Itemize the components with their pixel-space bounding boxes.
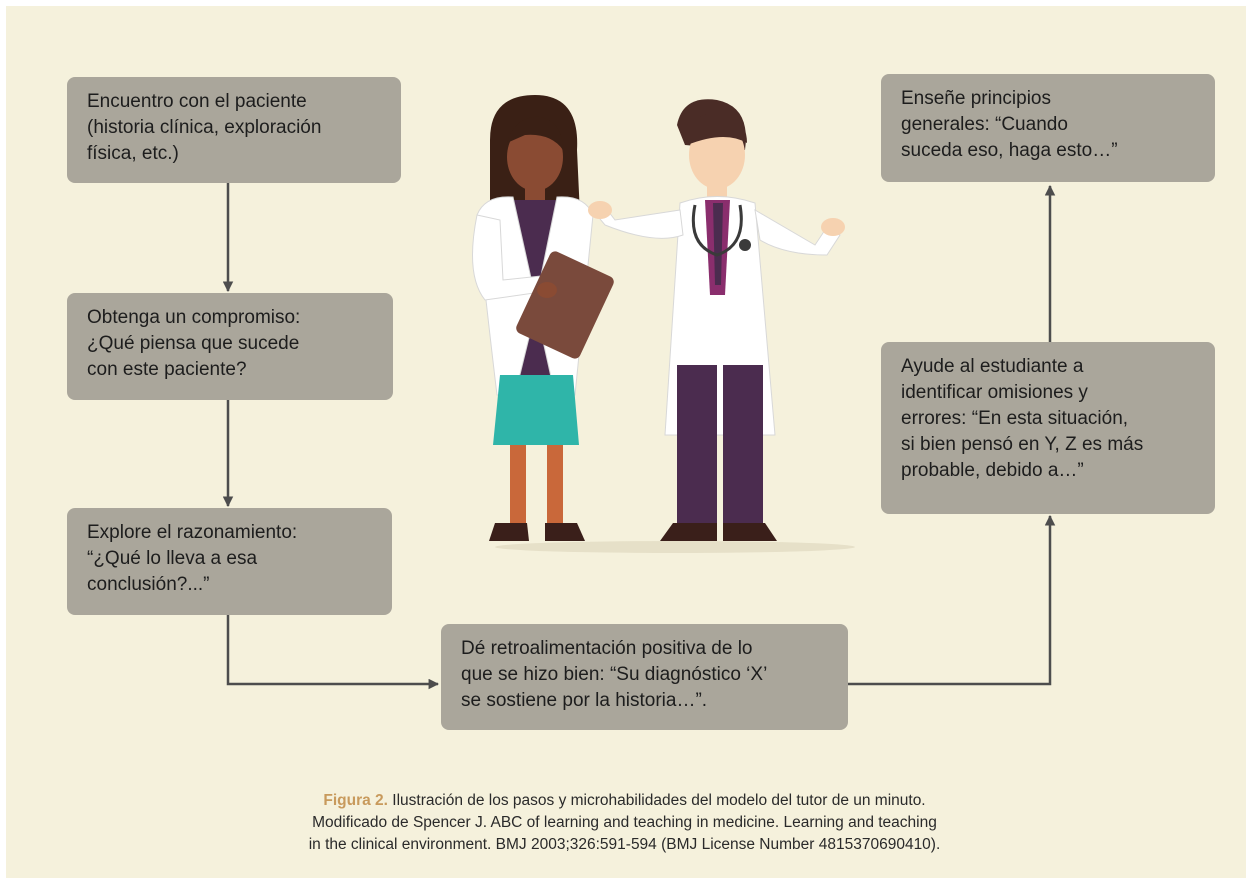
arrow-retroalimentacion-to-omisiones bbox=[848, 514, 1056, 686]
caption-line-3: in the clinical environment. BMJ 2003;32… bbox=[308, 836, 941, 853]
caption-line-2: Modificado de Spencer J. ABC of learning… bbox=[312, 814, 937, 831]
step-principios-box: Enseñe principios generales: “Cuando suc… bbox=[881, 74, 1215, 182]
arrow-razonamiento-to-retroalimentacion bbox=[226, 615, 440, 690]
male-doctor-figure bbox=[588, 99, 845, 541]
step-razonamiento-box: Explore el razonamiento: “¿Qué lo lleva … bbox=[67, 508, 392, 615]
step-retroalimentacion-box: Dé retroalimentación positiva de lo que … bbox=[441, 624, 848, 730]
step-compromiso-box: Obtenga un compromiso: ¿Qué piensa que s… bbox=[67, 293, 393, 400]
caption-figure-label: Figura 2. bbox=[323, 792, 388, 809]
doctors-illustration bbox=[472, 95, 855, 553]
figure-caption: Figura 2. Ilustración de los pasos y mic… bbox=[0, 790, 1249, 856]
step-omisiones-box: Ayude al estudiante a identificar omisio… bbox=[881, 342, 1215, 514]
step-encuentro-box: Encuentro con el paciente (historia clín… bbox=[67, 77, 401, 183]
caption-line-1: Figura 2. Ilustración de los pasos y mic… bbox=[0, 790, 1249, 812]
female-doctor-figure bbox=[472, 95, 614, 541]
caption-line-1-text: Ilustración de los pasos y microhabilida… bbox=[387, 792, 926, 809]
